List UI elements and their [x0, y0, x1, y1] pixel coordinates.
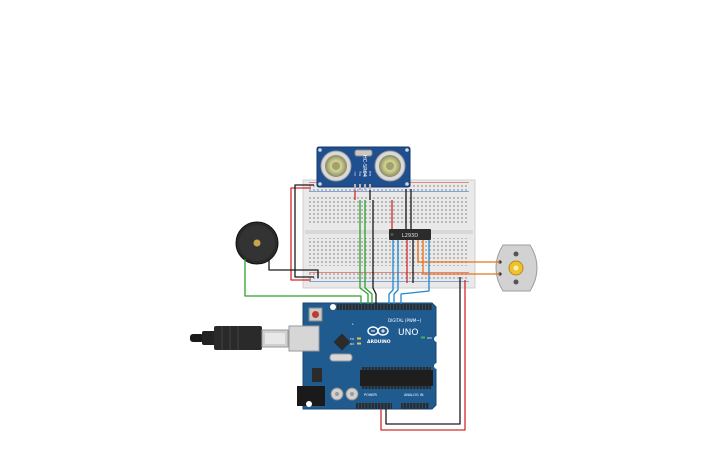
- on-led-label: ON: [427, 336, 432, 340]
- l-led-label: L: [352, 322, 354, 326]
- motor-driver-chip: L293D: [389, 229, 431, 240]
- bottom-terminal-strip: [309, 238, 469, 266]
- wire-arduino-gnd: [385, 277, 461, 425]
- usb-cable: [190, 326, 289, 350]
- atmega-chip: [360, 370, 433, 386]
- ultrasonic-sensor: HC-SR04 Vcc Trig Echo Gnd: [316, 146, 411, 190]
- wiring: [244, 184, 500, 431]
- wire-buzzer-ground: [268, 259, 319, 278]
- arduino-uno-board: DIGITAL (PWM~) UNO ARDUINO L TX RX ON: [288, 302, 440, 410]
- power-header: [356, 403, 392, 409]
- sensor-pin-echo: Echo: [363, 169, 367, 176]
- power-jack: [297, 386, 325, 406]
- wire-buzzer-signal: [244, 259, 362, 304]
- wire-echo: [364, 200, 373, 304]
- sensor-transmitter: [320, 150, 352, 182]
- power-label: POWER: [364, 393, 378, 397]
- voltage-regulator: [312, 368, 322, 382]
- usb-port: [288, 325, 320, 352]
- usb-chip: [333, 333, 351, 351]
- arduino-logo: [367, 326, 389, 336]
- wire-driver-in1: [388, 240, 394, 304]
- uno-label: UNO: [398, 328, 418, 338]
- digital-pwm-label: DIGITAL (PWM~): [388, 318, 422, 323]
- digital-header: [337, 304, 432, 310]
- wire-motor-b: [422, 240, 500, 275]
- analog-header: [401, 403, 429, 409]
- arduino-brand-label: ARDUINO: [367, 339, 391, 345]
- tx-label: TX: [349, 337, 354, 341]
- wire-trig: [359, 200, 369, 304]
- wire-red-rail-left: [290, 187, 311, 281]
- sensor-label: HC-SR04: [361, 155, 367, 177]
- top-terminal-strip: [309, 197, 469, 225]
- crystal: [329, 353, 353, 362]
- sensor-pin-trig: Trig: [358, 171, 362, 176]
- wire-black-rail-left: [294, 184, 314, 278]
- sensor-receiver: [374, 150, 406, 182]
- driver-label: L293D: [402, 233, 418, 239]
- sensor-pin-vcc: Vcc: [353, 171, 357, 176]
- dc-motor: [495, 244, 538, 292]
- sensor-pin-gnd: Gnd: [368, 170, 372, 176]
- analog-in-label: ANALOG IN: [404, 393, 424, 397]
- rx-label: RX: [350, 342, 354, 346]
- wire-sensor-ground-arduino: [372, 200, 377, 304]
- bottom-power-rail: [309, 273, 469, 281]
- wire-arduino-5v: [380, 280, 466, 431]
- wire-driver-enable: [400, 240, 430, 304]
- wire-driver-in2: [393, 240, 399, 304]
- piezo-buzzer: [235, 221, 279, 265]
- wire-motor-a: [417, 240, 500, 263]
